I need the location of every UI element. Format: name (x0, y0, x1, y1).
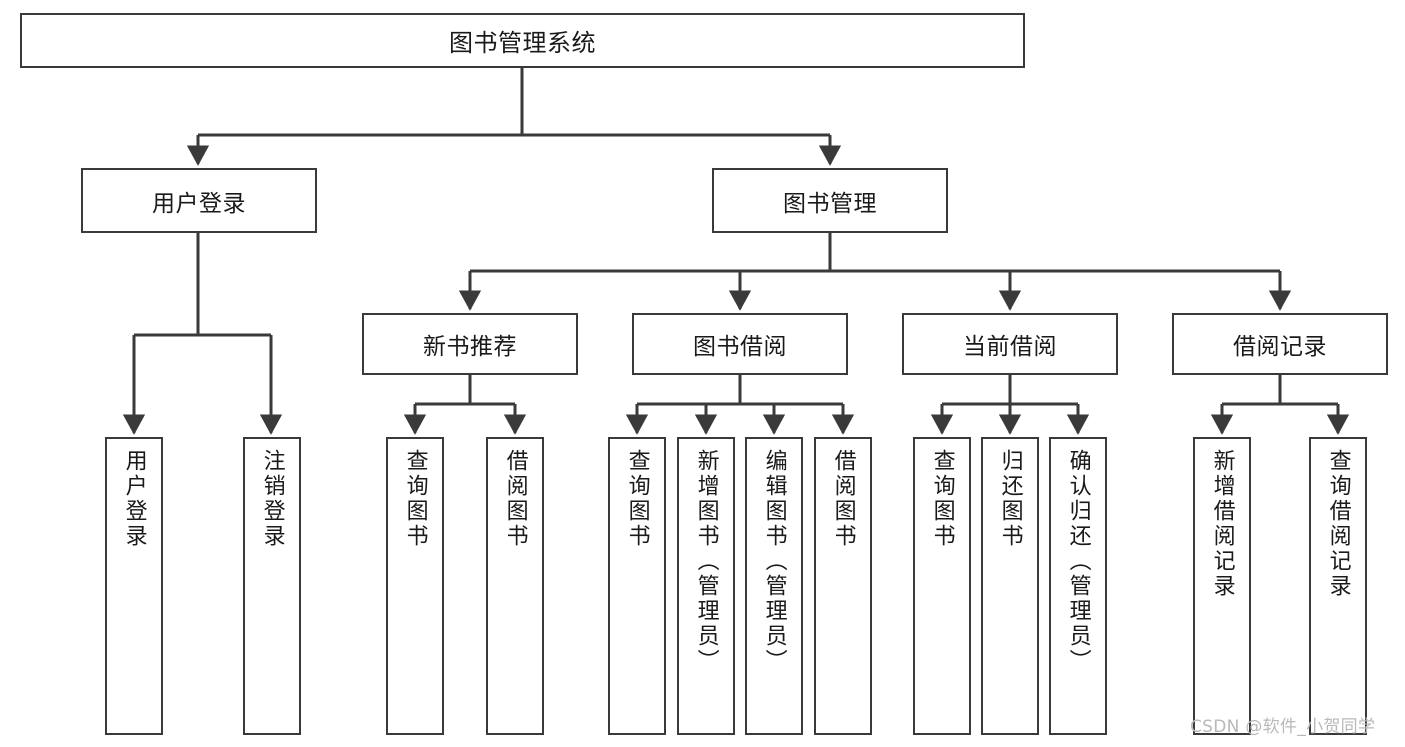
node-current-borrow-label: 当前借阅 (963, 334, 1057, 360)
node-leaf-query-book-1[interactable]: 查询图书 (386, 437, 444, 735)
node-book-manage-label: 图书管理 (783, 190, 877, 217)
node-leaf-query-record[interactable]: 查询借阅记录 (1309, 437, 1367, 735)
node-leaf-borrow-book-1[interactable]: 借阅图书 (486, 437, 544, 735)
node-leaf-query-book-2-label: 查询图书 (624, 449, 650, 549)
node-leaf-add-record-label: 新增借阅记录 (1209, 449, 1235, 599)
node-leaf-query-book-3[interactable]: 查询图书 (913, 437, 971, 735)
node-leaf-user-login-label: 用户登录 (121, 449, 147, 549)
node-leaf-logout-login-label: 注销登录 (259, 449, 285, 549)
node-borrow-record[interactable]: 借阅记录 (1172, 313, 1388, 375)
node-book-borrow[interactable]: 图书借阅 (632, 313, 848, 375)
node-current-borrow[interactable]: 当前借阅 (902, 313, 1118, 375)
node-leaf-edit-book-label: 编辑图书（管理员） (761, 449, 787, 674)
node-leaf-confirm-return[interactable]: 确认归还（管理员） (1049, 437, 1107, 735)
node-root-label: 图书管理系统 (449, 29, 596, 57)
node-leaf-confirm-return-label: 确认归还（管理员） (1065, 449, 1091, 674)
node-leaf-borrow-book-2-label: 借阅图书 (830, 449, 856, 549)
node-leaf-borrow-book-1-label: 借阅图书 (502, 449, 528, 549)
node-leaf-query-record-label: 查询借阅记录 (1325, 449, 1351, 599)
node-leaf-add-book-label: 新增图书（管理员） (693, 449, 719, 674)
node-leaf-add-book[interactable]: 新增图书（管理员） (677, 437, 735, 735)
node-user-login-label: 用户登录 (152, 190, 246, 217)
node-book-manage[interactable]: 图书管理 (712, 168, 948, 233)
node-leaf-return-book-label: 归还图书 (997, 449, 1023, 549)
watermark: CSDN @软件_小贺同学 (1190, 717, 1376, 737)
node-borrow-record-label: 借阅记录 (1233, 334, 1327, 360)
node-leaf-borrow-book-2[interactable]: 借阅图书 (814, 437, 872, 735)
node-leaf-logout-login[interactable]: 注销登录 (243, 437, 301, 735)
node-new-book-recommend[interactable]: 新书推荐 (362, 313, 578, 375)
node-root[interactable]: 图书管理系统 (20, 13, 1025, 68)
node-leaf-edit-book[interactable]: 编辑图书（管理员） (745, 437, 803, 735)
node-leaf-query-book-3-label: 查询图书 (929, 449, 955, 549)
node-leaf-query-book-2[interactable]: 查询图书 (608, 437, 666, 735)
node-user-login[interactable]: 用户登录 (81, 168, 317, 233)
node-leaf-user-login[interactable]: 用户登录 (105, 437, 163, 735)
node-new-book-recommend-label: 新书推荐 (423, 334, 517, 360)
node-book-borrow-label: 图书借阅 (693, 334, 787, 360)
node-leaf-return-book[interactable]: 归还图书 (981, 437, 1039, 735)
node-leaf-query-book-1-label: 查询图书 (402, 449, 428, 549)
node-leaf-add-record[interactable]: 新增借阅记录 (1193, 437, 1251, 735)
